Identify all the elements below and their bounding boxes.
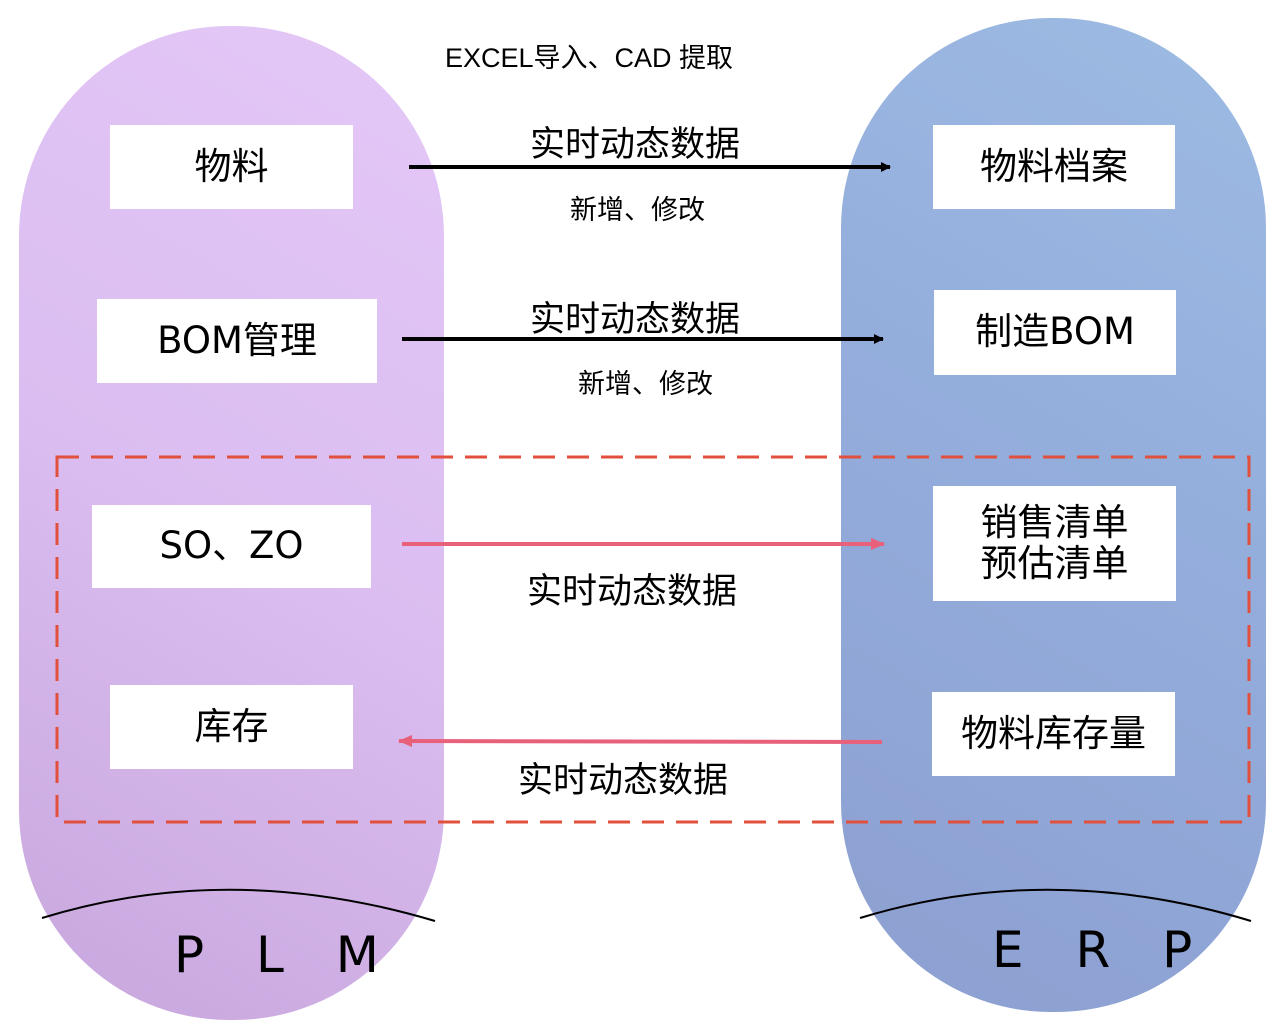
arrow-stock-to-inventory — [398, 735, 883, 748]
realtime-sync-frame — [55, 455, 1251, 824]
plm-bottom-arc — [41, 888, 436, 922]
flow-label-sales: 实时动态数据 — [527, 572, 738, 612]
erp-bottom-arc — [859, 888, 1252, 922]
plm-item-material: 物料 — [110, 125, 353, 209]
flow-label-material: 实时动态数据 — [530, 125, 741, 165]
erp-item-material-archive: 物料档案 — [933, 125, 1175, 209]
erp-system-name: E R P — [992, 921, 1211, 979]
plm-item-inventory: 库存 — [110, 685, 353, 769]
plm-item-so-zo: SO、ZO — [92, 505, 371, 588]
erp-item-material-stock: 物料库存量 — [932, 692, 1175, 776]
flow-sub-material: 新增、修改 — [570, 195, 705, 226]
plm-item-bom-management: BOM管理 — [97, 299, 377, 383]
flow-label-inventory: 实时动态数据 — [518, 761, 729, 801]
erp-item-manufacturing-bom: 制造BOM — [934, 290, 1176, 375]
erp-item-sales-forecast-list: 销售清单 预估清单 — [933, 486, 1176, 601]
flow-sub-bom: 新增、修改 — [578, 369, 713, 400]
import-note: EXCEL导入、CAD 提取 — [445, 43, 734, 73]
flow-label-bom: 实时动态数据 — [530, 300, 741, 340]
plm-system-name: P L M — [174, 926, 397, 984]
